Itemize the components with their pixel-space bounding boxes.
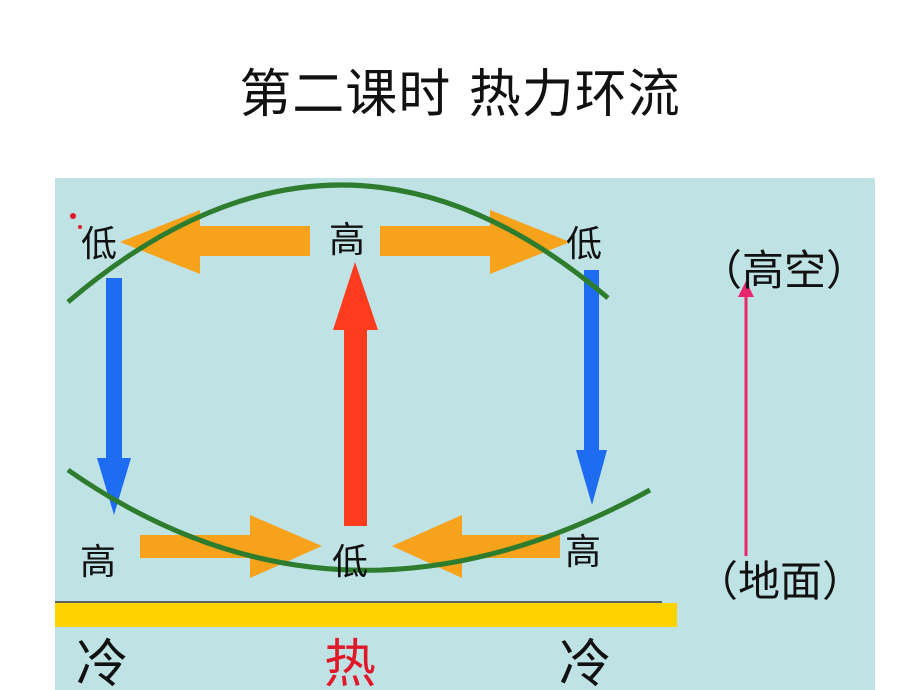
- center-red-up-arrow: [333, 262, 378, 526]
- upper-isobar-curve: [66, 182, 610, 304]
- lower-left-pressure-label: 高: [80, 542, 116, 583]
- lower-center-pressure-label: 低: [332, 542, 368, 583]
- ground-bar: [55, 603, 677, 627]
- page-title: 第二课时 热力环流: [239, 65, 681, 125]
- red-mark-dot: [70, 213, 76, 219]
- altitude-bottom-label: （地面）: [696, 557, 864, 606]
- right-blue-down-arrow: [576, 270, 607, 505]
- upper-left-pressure-label: 低: [81, 224, 117, 265]
- upper-right-pressure-label: 低: [566, 224, 602, 265]
- upper-left-orange-arrow: [120, 210, 310, 274]
- lower-right-pressure-label: 高: [565, 532, 601, 573]
- altitude-top-label: （高空）: [700, 246, 868, 295]
- lower-right-orange-arrow: [392, 515, 560, 578]
- upper-center-pressure-label: 高: [329, 220, 365, 261]
- ground-left-temperature-label: 冷: [76, 635, 128, 690]
- left-blue-down-arrow: [97, 278, 131, 515]
- red-mark-dot: [78, 225, 82, 229]
- ground-right-temperature-label: 冷: [559, 635, 611, 690]
- lower-isobar-curve: [66, 467, 652, 573]
- ground-center-temperature-label: 热: [324, 635, 376, 690]
- altitude-axis-arrowhead: [738, 281, 754, 297]
- upper-right-orange-arrow: [380, 210, 570, 274]
